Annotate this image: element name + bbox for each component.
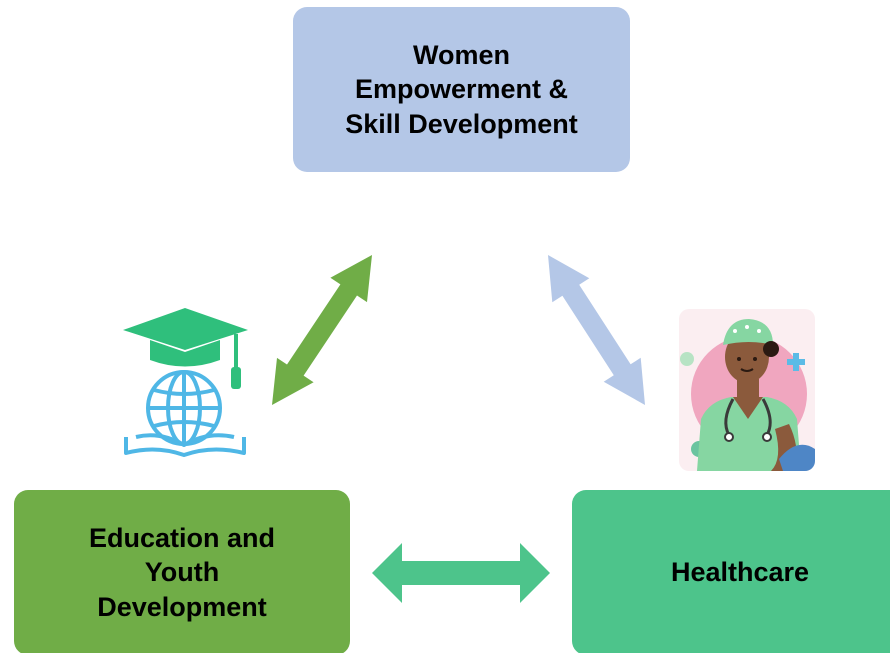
double-arrow-top-left xyxy=(272,255,372,405)
node-women-empowerment-label: Women Empowerment & Skill Development xyxy=(345,39,578,139)
node-education: Education and Youth Development xyxy=(14,490,350,653)
node-education-label: Education and Youth Development xyxy=(88,522,275,622)
double-arrow-bottom xyxy=(372,543,550,603)
nurse-illustration-icon xyxy=(679,309,815,471)
node-healthcare: Healthcare xyxy=(572,490,890,653)
graduation-cap-globe-book-icon xyxy=(118,305,253,460)
double-arrow-top-right xyxy=(548,255,645,405)
node-women-empowerment: Women Empowerment & Skill Development xyxy=(293,7,630,172)
node-healthcare-label: Healthcare xyxy=(670,557,810,588)
